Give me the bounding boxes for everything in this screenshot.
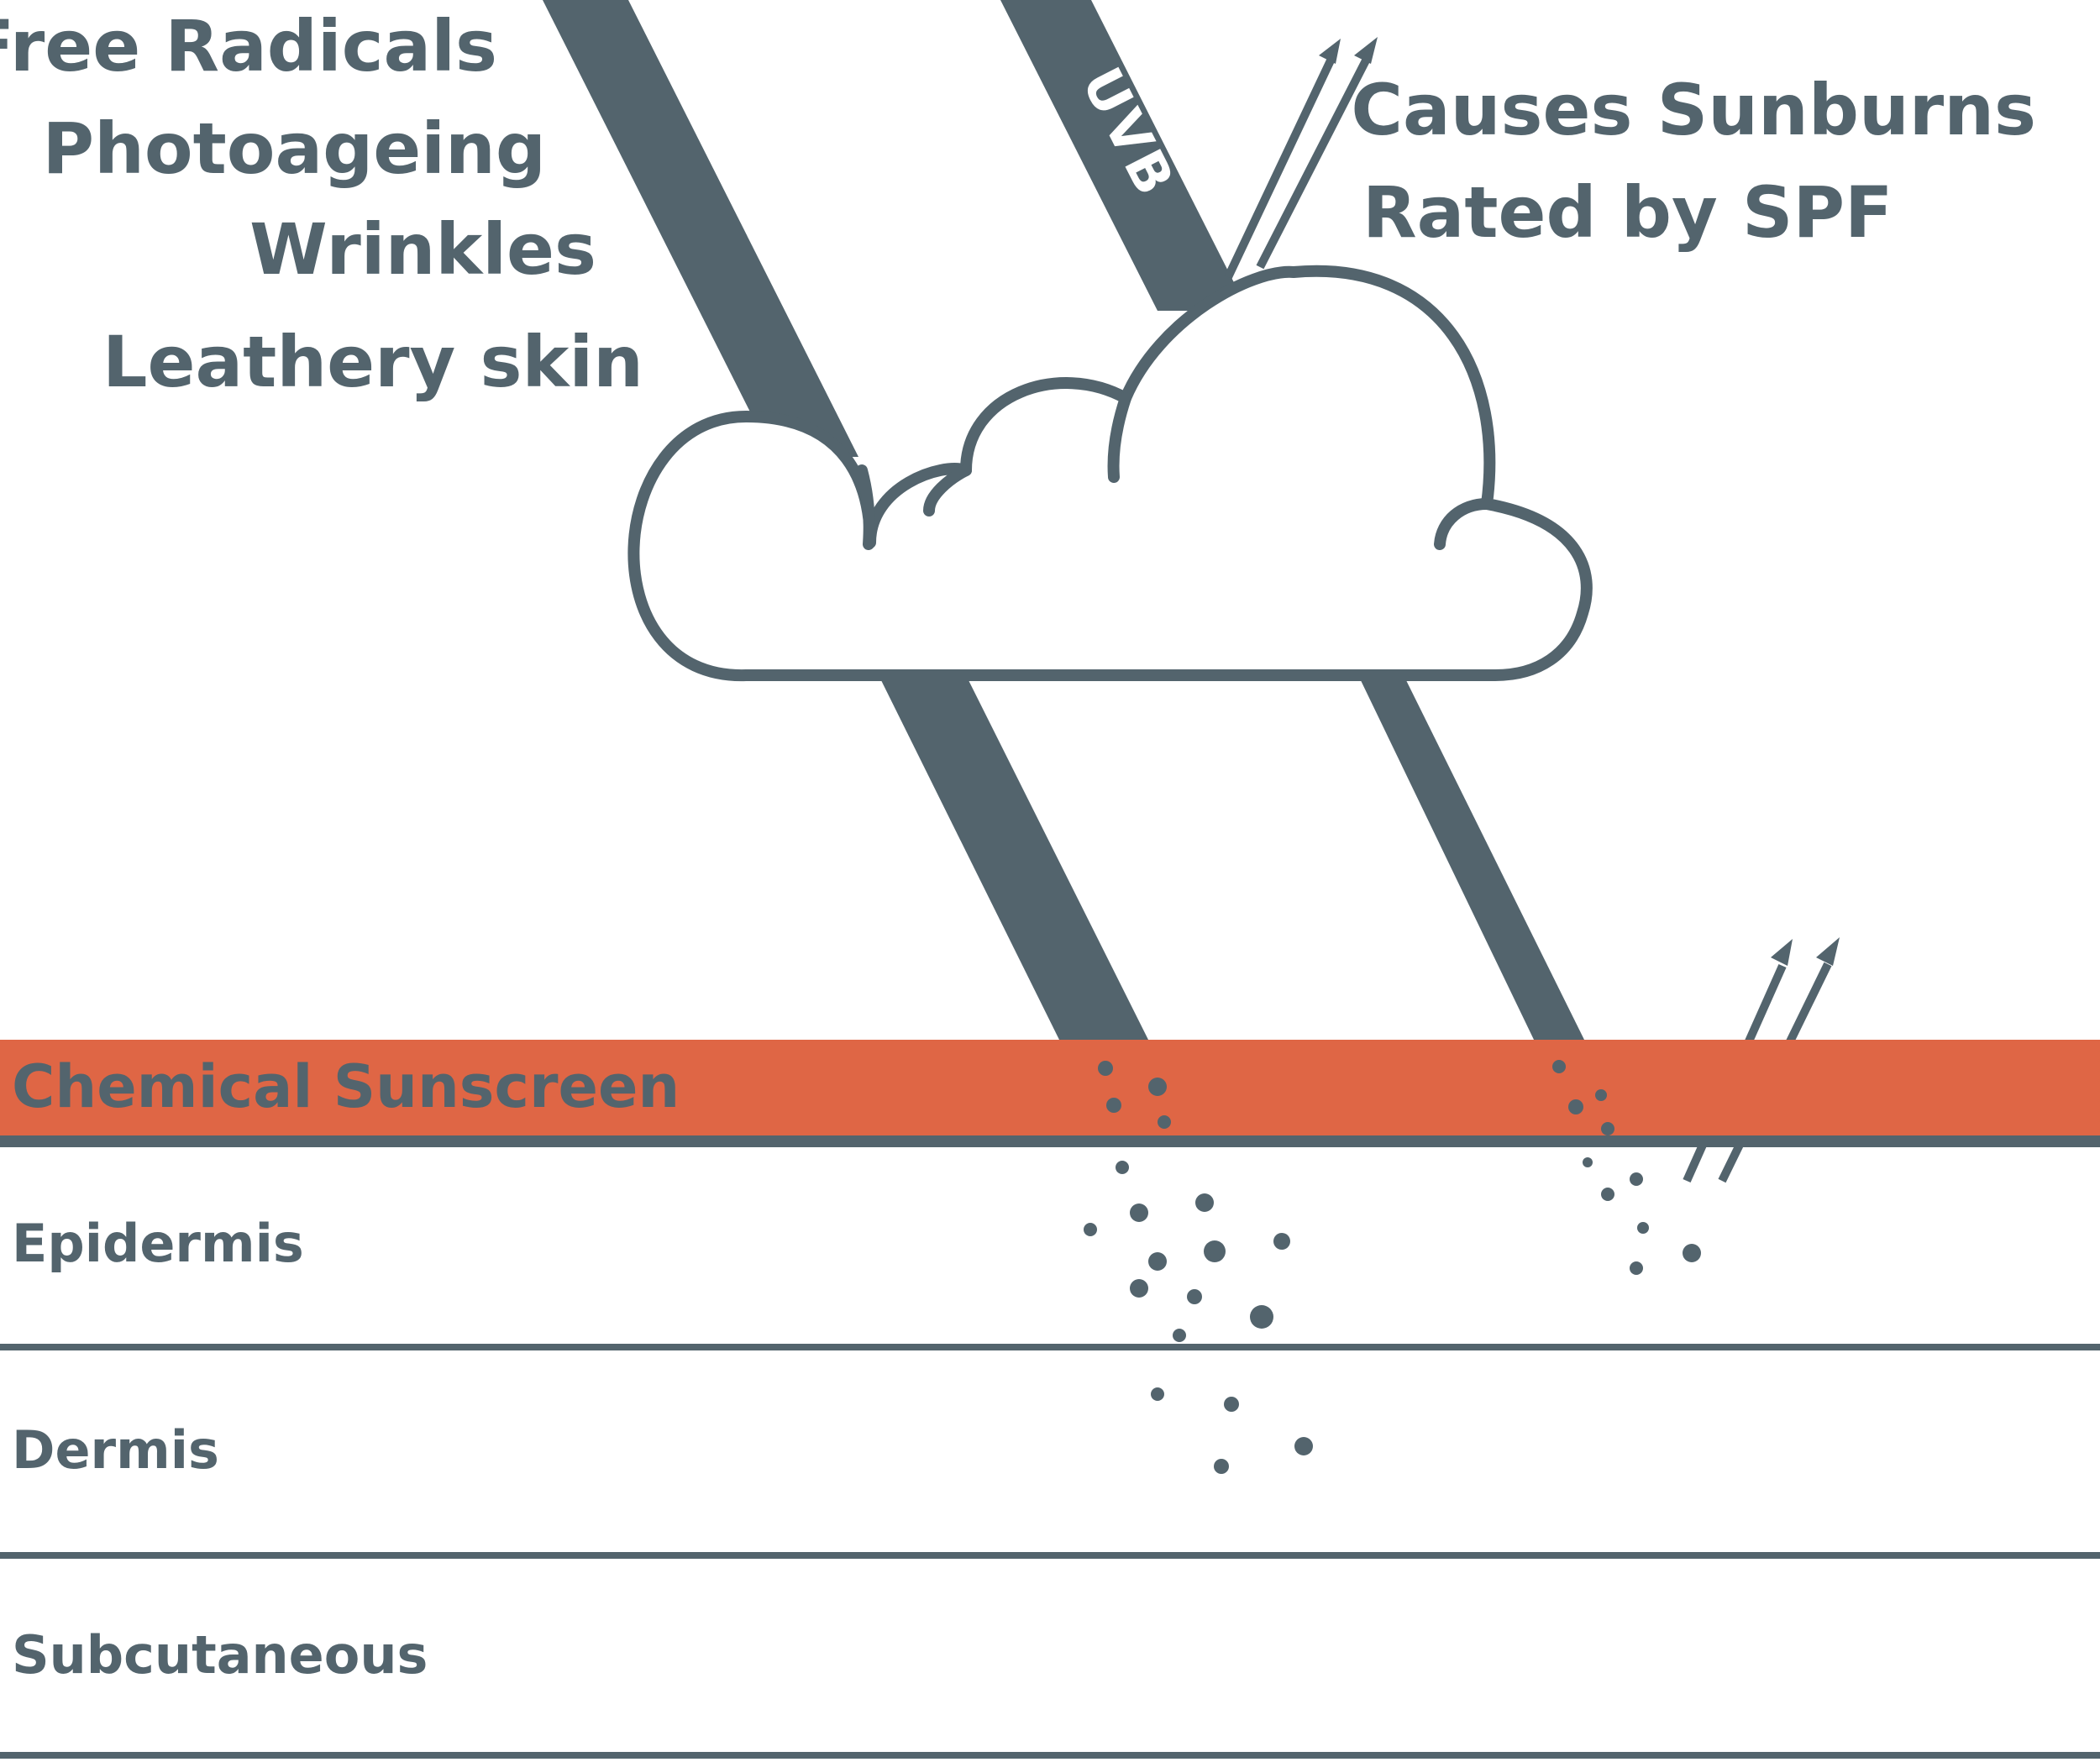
particle	[1195, 1193, 1214, 1212]
particle	[1637, 1222, 1649, 1234]
reflect-arrowhead-4	[1816, 937, 1840, 966]
particle	[1106, 1098, 1121, 1113]
particle	[1595, 1089, 1607, 1101]
cloud	[627, 265, 1593, 682]
uva-effect-2: Photoageing	[43, 108, 546, 190]
uvb-effect-1: Causes Sunburns	[1351, 69, 2036, 151]
particle	[1630, 1172, 1643, 1186]
particle	[1601, 1188, 1614, 1201]
reflect-arrowhead-1	[1319, 39, 1341, 64]
uva-effect-4: Leathery skin	[102, 321, 643, 403]
particle	[1568, 1099, 1583, 1114]
dermis-divider	[0, 1552, 2100, 1559]
particle	[1224, 1397, 1239, 1412]
cloud-reflection-arrows	[1224, 37, 1378, 280]
sunscreen-band-border	[0, 1135, 2100, 1147]
skin-layer-subcutaneous: Subcutaneous	[12, 1624, 428, 1686]
cloud-inner-curve-2	[923, 464, 972, 517]
particle	[1187, 1289, 1202, 1304]
particle	[1294, 1437, 1313, 1455]
skin-layer-epidermis: Epidermis	[12, 1213, 304, 1274]
particle	[1158, 1115, 1171, 1129]
particle	[1583, 1157, 1593, 1167]
particle	[1148, 1078, 1167, 1096]
particle	[1116, 1161, 1129, 1174]
cloud-inner-curve-1	[856, 464, 875, 550]
reflect-arrowhead-2	[1354, 37, 1378, 64]
particle	[1630, 1261, 1643, 1275]
particle	[1173, 1329, 1186, 1342]
uva-beam-upper	[543, 0, 858, 457]
particle	[1148, 1252, 1167, 1271]
reflect-arrow-2	[1256, 58, 1370, 270]
uva-beam-lower	[879, 675, 1149, 1041]
particle	[1250, 1305, 1273, 1329]
particle	[1273, 1233, 1290, 1250]
uva-effect-1: Free Radicals	[0, 5, 497, 87]
uva-effect-3: Wrinkles	[249, 208, 596, 291]
cloud-inner-curve-3	[1107, 392, 1131, 483]
uvb-beam-upper	[1000, 0, 1248, 311]
skin-layer-dermis: Dermis	[12, 1419, 219, 1481]
particle	[1130, 1204, 1148, 1222]
particle	[1130, 1279, 1148, 1298]
particle	[1214, 1459, 1229, 1474]
uvb-effect-2: Rated by SPF	[1362, 171, 1893, 254]
uva-particles	[1084, 1061, 1313, 1474]
particle	[1204, 1240, 1226, 1262]
particle	[1552, 1060, 1566, 1073]
particle	[1084, 1223, 1097, 1236]
sunscreen-band	[0, 1040, 2100, 1135]
uvb-particles	[1552, 1060, 1701, 1275]
particle	[1151, 1387, 1164, 1401]
sunscreen-label: Chemical Sunscreen	[12, 1052, 680, 1121]
epidermis-divider	[0, 1344, 2100, 1350]
reflect-arrow-1	[1224, 58, 1335, 280]
reflect-arrowhead-3	[1771, 939, 1793, 966]
uvb-beam-lower	[1358, 675, 1585, 1041]
cloud-inner-curve-4	[1434, 498, 1493, 550]
particle	[1098, 1061, 1113, 1076]
subcutaneous-divider	[0, 1752, 2100, 1759]
particle	[1601, 1122, 1614, 1135]
particle	[1683, 1244, 1701, 1262]
